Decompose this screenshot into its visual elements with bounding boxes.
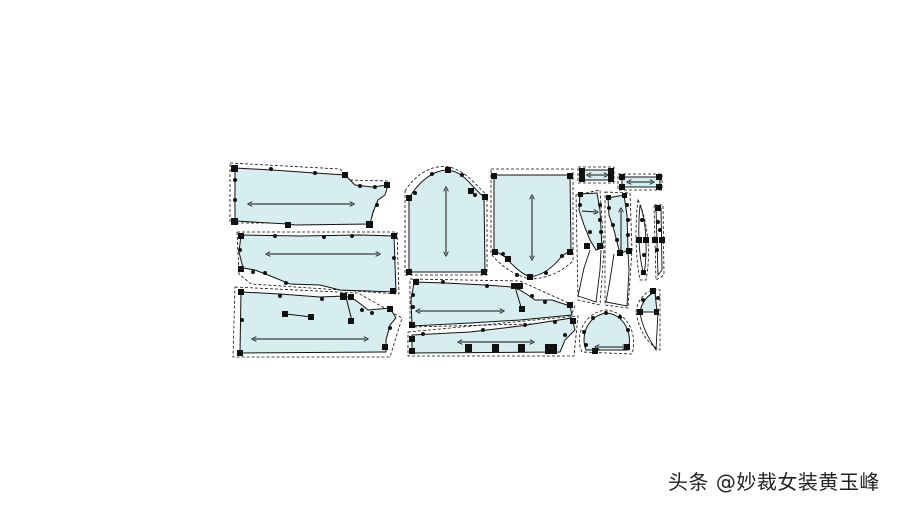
pattern-piece-narrow-strip-1 — [635, 198, 649, 281]
grainline-arrow — [581, 211, 596, 212]
pattern-piece-back-middle — [236, 231, 400, 295]
pattern-piece-facing-1 — [575, 189, 605, 306]
pattern-piece-yoke — [490, 168, 574, 280]
pattern-piece-pocket — [635, 288, 661, 352]
dart-line — [345, 296, 353, 322]
pattern-piece-tab-1 — [577, 166, 615, 184]
pattern-piece-collar — [578, 309, 635, 355]
pattern-piece-waistband — [407, 315, 579, 357]
pattern-piece-waist — [409, 278, 576, 328]
pattern-piece-tab-2 — [617, 173, 663, 191]
dart-line — [285, 313, 313, 318]
pattern-piece-side-bottom — [232, 286, 403, 358]
pattern-piece-sleeve — [404, 166, 488, 276]
dart-line — [514, 286, 522, 308]
pattern-piece-facing-2 — [604, 191, 633, 309]
pattern-piece-narrow-strip-2 — [652, 204, 665, 281]
watermark-text: 头条 @妙裁女装黄玉峰 — [668, 470, 880, 494]
pattern-piece-front-top — [229, 162, 390, 228]
